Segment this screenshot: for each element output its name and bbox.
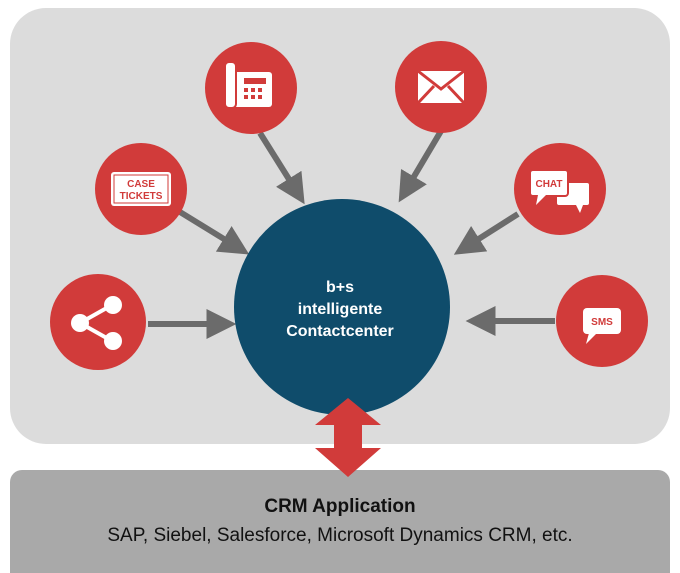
phone-channel <box>205 42 297 134</box>
chat-label: CHAT <box>535 179 562 190</box>
crm-title: CRM Application <box>264 496 416 517</box>
case-tickets-icon: CASE TICKETS <box>111 172 171 206</box>
share-icon <box>71 296 122 350</box>
hub-label-line3: Contactcenter <box>286 323 394 340</box>
hub-label-line2: intelligente <box>297 301 383 318</box>
arrow-phone-to-hub <box>257 131 305 205</box>
hub-circle <box>234 199 450 415</box>
bidirectional-arrow <box>315 398 381 477</box>
chat-icon: CHAT <box>529 169 591 213</box>
hub-label-line1: b+s <box>325 279 354 296</box>
hub-label: b+s intelligente Contactcenter <box>0 277 680 343</box>
sms-channel: SMS <box>556 275 648 367</box>
arrow-chat-to-hub <box>453 211 520 255</box>
chat-channel: CHAT <box>514 143 606 235</box>
mail-channel <box>395 41 487 133</box>
sms-icon: SMS <box>583 308 621 344</box>
share-channel <box>50 274 146 370</box>
case-label: CASE <box>127 179 155 190</box>
crm-subtitle: SAP, Siebel, Salesforce, Microsoft Dynam… <box>107 525 573 546</box>
crm-application-bar <box>10 470 670 573</box>
mail-icon <box>416 69 466 105</box>
case-tickets-channel: CASE TICKETS <box>95 143 187 235</box>
tickets-label: TICKETS <box>120 191 163 202</box>
arrow-case-tickets-to-hub <box>178 209 250 255</box>
sms-label: SMS <box>591 317 613 328</box>
arrow-mail-to-hub <box>398 129 444 203</box>
phone-icon <box>224 61 272 109</box>
